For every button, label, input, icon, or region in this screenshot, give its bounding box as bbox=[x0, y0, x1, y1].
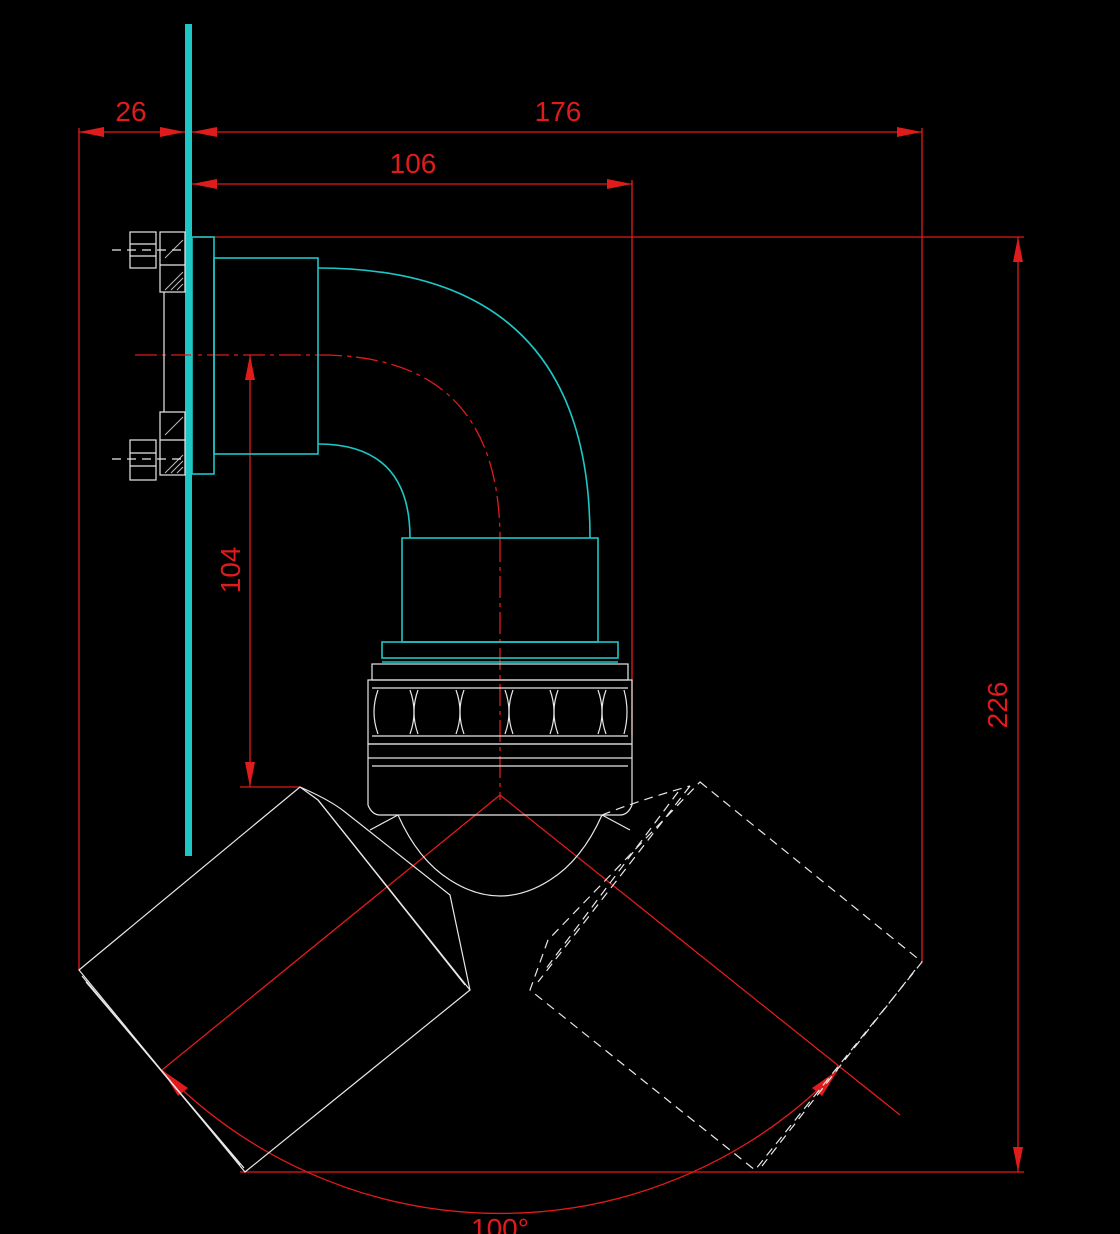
ball-joint bbox=[369, 814, 631, 897]
dim-total-projection: 176 bbox=[535, 96, 582, 127]
dim-vertical-drop: 104 bbox=[215, 547, 246, 594]
swivel-nut bbox=[367, 663, 633, 816]
shower-head-position-b bbox=[529, 781, 923, 1171]
wall-plate bbox=[185, 24, 192, 856]
shower-head-position-a bbox=[78, 786, 471, 1173]
dimension-lines bbox=[78, 127, 1024, 1215]
dim-swivel-angle: 100° bbox=[471, 1213, 529, 1234]
dim-total-height: 226 bbox=[982, 682, 1013, 729]
dim-elbow-projection: 106 bbox=[390, 148, 437, 179]
elbow-arm bbox=[213, 257, 619, 663]
dim-wall-offset: 26 bbox=[115, 96, 146, 127]
mounting-bolt-top bbox=[112, 231, 185, 269]
mounting-bolt-bottom bbox=[112, 439, 185, 481]
